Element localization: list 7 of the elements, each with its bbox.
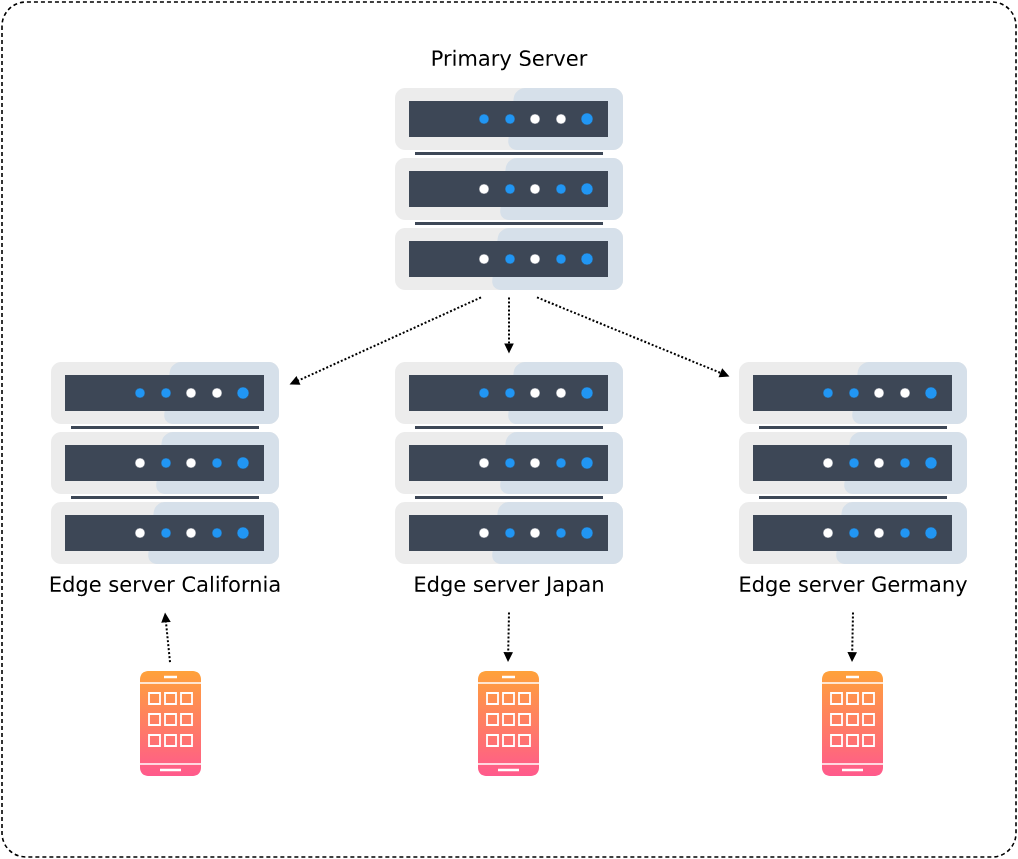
phone-drawing: [821, 675, 884, 772]
server-label: Edge server California: [50, 575, 280, 597]
phone-drawing: [477, 675, 540, 772]
phone-drawing: [139, 675, 202, 772]
server-label: Edge server Japan: [415, 575, 603, 597]
server-label: Primary Server: [432, 49, 588, 71]
server-label: Edge server Germany: [740, 575, 967, 597]
